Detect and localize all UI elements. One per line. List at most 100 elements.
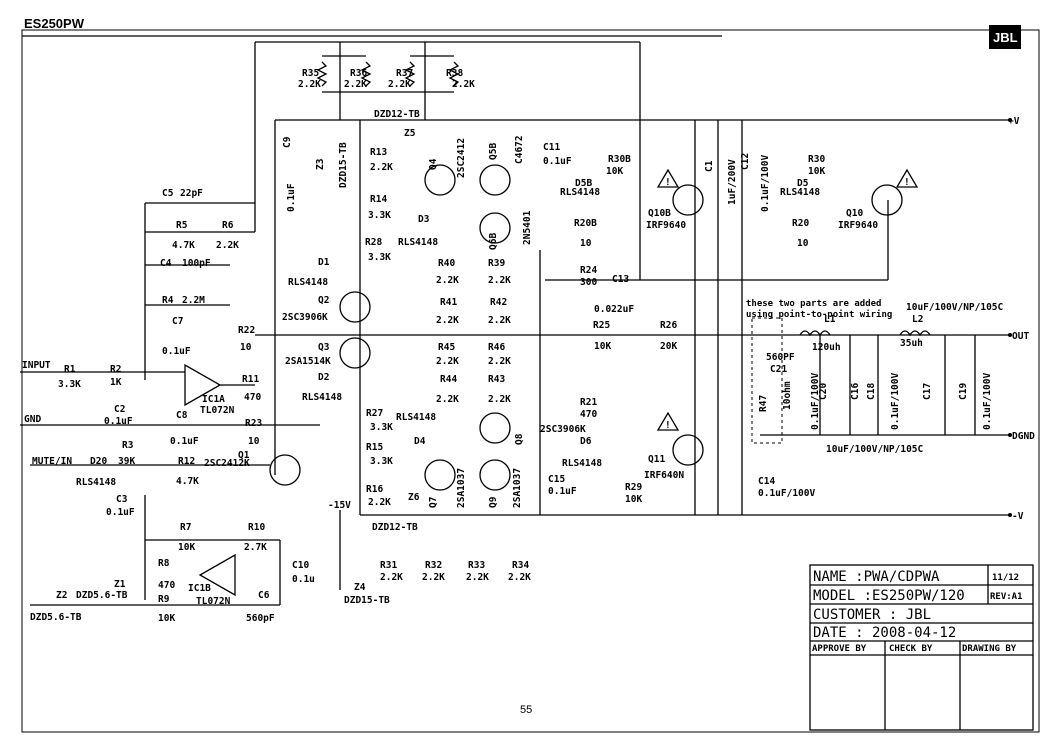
- svg-text:0.1u: 0.1u: [292, 574, 315, 585]
- svg-text:RLS4148: RLS4148: [780, 187, 820, 198]
- svg-text:2.2K: 2.2K: [488, 275, 511, 286]
- svg-text:2.2K: 2.2K: [488, 315, 511, 326]
- svg-text:0.1uF/100V: 0.1uF/100V: [982, 373, 993, 430]
- svg-text:DZD5.6-TB: DZD5.6-TB: [76, 590, 128, 601]
- svg-text:R13: R13: [370, 147, 387, 158]
- title-rev: REV:A1: [990, 592, 1023, 602]
- svg-text:2.2K: 2.2K: [368, 497, 391, 508]
- svg-text:C21: C21: [770, 364, 787, 375]
- svg-text:22pF: 22pF: [180, 188, 203, 199]
- svg-text:10K: 10K: [625, 494, 642, 505]
- svg-text:560PF: 560PF: [766, 352, 795, 363]
- svg-text:R30B: R30B: [608, 154, 631, 165]
- svg-text:0.1uF: 0.1uF: [104, 416, 133, 427]
- svg-text:-15V: -15V: [328, 500, 351, 511]
- svg-text:TL072N: TL072N: [196, 596, 231, 607]
- svg-text:2.2K: 2.2K: [488, 394, 511, 405]
- svg-text:C3: C3: [116, 494, 128, 505]
- svg-text:R20: R20: [792, 218, 809, 229]
- output-filter: [751, 317, 976, 444]
- svg-text:R25: R25: [593, 320, 610, 331]
- svg-text:2.2K: 2.2K: [436, 275, 459, 286]
- svg-text:C9: C9: [282, 136, 293, 148]
- svg-text:C2: C2: [114, 404, 125, 415]
- svg-text:R34: R34: [512, 560, 529, 571]
- title-check: CHECK BY: [889, 644, 933, 654]
- svg-text:OUT: OUT: [1012, 331, 1029, 342]
- svg-text:TL072N: TL072N: [200, 405, 235, 416]
- svg-text:2.2K: 2.2K: [422, 572, 445, 583]
- svg-text:C11: C11: [543, 142, 560, 153]
- svg-text:DZD5.6-TB: DZD5.6-TB: [30, 612, 82, 623]
- svg-text:C4672: C4672: [514, 135, 525, 164]
- svg-text:INPUT: INPUT: [22, 360, 51, 371]
- rails: [254, 41, 1012, 517]
- svg-text:0.1uF/100V: 0.1uF/100V: [890, 373, 901, 430]
- svg-text:Q11: Q11: [648, 454, 665, 465]
- svg-text:R12: R12: [178, 456, 195, 467]
- title-approve: APPROVE BY: [812, 644, 867, 654]
- svg-text:1K: 1K: [110, 377, 122, 388]
- svg-text:Z6: Z6: [408, 492, 420, 503]
- svg-text:R37: R37: [396, 68, 413, 79]
- svg-text:2SC3906K: 2SC3906K: [282, 312, 328, 323]
- svg-text:DZD15-TB: DZD15-TB: [338, 142, 349, 188]
- svg-text:20K: 20K: [660, 341, 677, 352]
- svg-text:C15: C15: [548, 474, 565, 485]
- svg-text:R22: R22: [238, 325, 255, 336]
- svg-text:2SC2412: 2SC2412: [456, 138, 467, 178]
- svg-text:R21: R21: [580, 397, 597, 408]
- svg-text:10K: 10K: [606, 166, 623, 177]
- svg-text:MUTE/IN: MUTE/IN: [32, 456, 72, 467]
- svg-text:Q6B: Q6B: [488, 233, 499, 250]
- svg-text:2.2K: 2.2K: [370, 162, 393, 173]
- svg-text:C18: C18: [866, 383, 877, 400]
- svg-text:Q8: Q8: [514, 433, 525, 445]
- svg-text:0.1uF: 0.1uF: [543, 156, 572, 167]
- svg-text:R36: R36: [350, 68, 367, 79]
- title-drawing: DRAWING BY: [962, 644, 1017, 654]
- svg-text:!: !: [904, 177, 910, 188]
- svg-text:3.3K: 3.3K: [370, 456, 393, 467]
- svg-text:R32: R32: [425, 560, 442, 571]
- svg-text:39K: 39K: [118, 456, 135, 467]
- svg-text:2.2K: 2.2K: [508, 572, 531, 583]
- svg-text:10K: 10K: [158, 613, 175, 624]
- svg-text:IRF9640: IRF9640: [646, 220, 686, 231]
- svg-text:10: 10: [240, 342, 252, 353]
- svg-text:2N5401: 2N5401: [522, 210, 533, 245]
- svg-text:Q3: Q3: [318, 342, 330, 353]
- svg-text:10K: 10K: [178, 542, 195, 553]
- svg-text:2.2K: 2.2K: [380, 572, 403, 583]
- svg-text:C16: C16: [850, 383, 861, 400]
- svg-text:120uh: 120uh: [812, 342, 841, 353]
- svg-text:R27: R27: [366, 408, 383, 419]
- svg-text:Q1: Q1: [238, 450, 250, 461]
- svg-text:R10: R10: [248, 522, 265, 533]
- svg-text:RLS4148: RLS4148: [398, 237, 438, 248]
- svg-text:R38: R38: [446, 68, 463, 79]
- svg-text:2SA1514K: 2SA1514K: [285, 356, 331, 367]
- svg-text:R4: R4: [162, 295, 174, 306]
- svg-text:D3: D3: [418, 214, 430, 225]
- svg-text:!: !: [665, 420, 671, 431]
- svg-text:Z4: Z4: [354, 582, 366, 593]
- svg-text:IRF9640: IRF9640: [838, 220, 878, 231]
- sheet-border: [21, 29, 1040, 733]
- svg-text:10K: 10K: [808, 166, 825, 177]
- svg-text:100pF: 100pF: [182, 258, 211, 269]
- svg-text:R9: R9: [158, 594, 170, 605]
- svg-text:C13: C13: [612, 274, 629, 285]
- svg-text:R8: R8: [158, 558, 170, 569]
- svg-text:3.3K: 3.3K: [368, 252, 391, 263]
- svg-text:C4: C4: [160, 258, 172, 269]
- svg-text:R6: R6: [222, 220, 234, 231]
- svg-text:D1: D1: [318, 257, 330, 268]
- page-number: 55: [520, 704, 532, 716]
- jbl-logo: JBL: [989, 25, 1021, 49]
- svg-text:RLS4148: RLS4148: [302, 392, 342, 403]
- header-title: ES250PW: [24, 16, 85, 31]
- svg-text:RLS4148: RLS4148: [76, 477, 116, 488]
- svg-text:R41: R41: [440, 297, 457, 308]
